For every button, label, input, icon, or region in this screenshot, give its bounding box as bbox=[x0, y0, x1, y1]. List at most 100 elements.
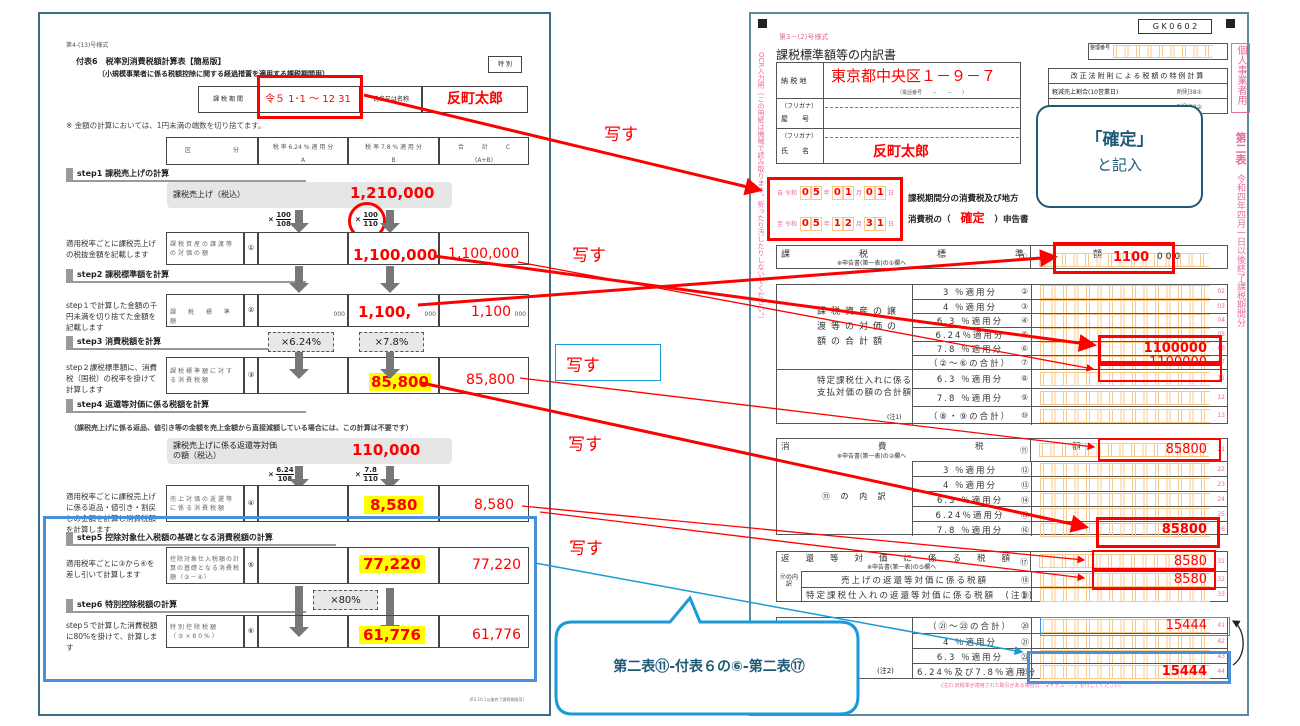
row-label: 6.24％適用分 bbox=[935, 331, 1005, 341]
row1-col-b: 1,100,000 bbox=[348, 232, 439, 265]
side-label-individual: 個人事業者用 bbox=[1231, 43, 1250, 113]
row-code: 04 bbox=[1217, 317, 1225, 324]
row-code: 03 bbox=[1217, 303, 1225, 310]
row-number: ⑱ bbox=[1021, 575, 1029, 585]
right-form-page: G K 0 6 0 2 第3－(2)号様式 課税標準額等の内訳書 OCR入力用（… bbox=[749, 12, 1250, 716]
step4-note: （課税売上げに係る返品、値引き等の金額を売上金額から直接減額している場合には、こ… bbox=[70, 424, 413, 432]
divider bbox=[1031, 572, 1032, 587]
divider bbox=[1031, 300, 1032, 313]
arrow-sales-c bbox=[517, 261, 1095, 372]
row-label: 6.24％及び7.8％適用分 bbox=[917, 667, 1037, 678]
date-unit: 年 bbox=[823, 221, 830, 228]
arrow-sales-b bbox=[433, 254, 1097, 352]
row2-value-c: 1,100 bbox=[471, 304, 512, 320]
declaration-type: 確定 bbox=[960, 211, 985, 225]
date-digit: 1 bbox=[831, 217, 843, 231]
specific-label: 特定課税仕入れに係る支払対価の額の合計額 bbox=[817, 376, 913, 398]
declaration-pre: 消費税の（ bbox=[908, 215, 951, 225]
step5-title: step5 控除対象仕入税額の基礎となる消費税額の計算 bbox=[66, 532, 336, 546]
rate-78-box: ×7.8% bbox=[359, 332, 424, 352]
row-label: 7.8 ％適用分 bbox=[936, 525, 1004, 536]
step6-title: step6 特別控除税額の計算 bbox=[66, 599, 306, 613]
kaisei-row: 附則38① bbox=[1177, 89, 1203, 96]
seiri-digits[interactable] bbox=[1113, 45, 1213, 58]
divider bbox=[1031, 522, 1032, 536]
return-box-value: 110,000 bbox=[352, 441, 421, 459]
down-arrow-icon bbox=[380, 466, 400, 489]
tax-base-digits[interactable] bbox=[1039, 253, 1209, 267]
date-digit: 3 bbox=[863, 217, 875, 231]
date-unit: 月 bbox=[855, 221, 862, 228]
copy-label: 写す bbox=[572, 246, 606, 266]
name-label: 氏 名 bbox=[781, 147, 809, 155]
sales-box: 課税売上げ（税込） 1,210,000 bbox=[167, 182, 452, 208]
row-value: 15444 bbox=[1165, 617, 1207, 633]
amount-digits[interactable] bbox=[1040, 390, 1210, 405]
header-col-c: 合 計 C(A+B) bbox=[439, 137, 529, 165]
period-highlight-box bbox=[257, 75, 363, 119]
row4-col-a bbox=[258, 485, 348, 522]
sales-box-value: 1,210,000 bbox=[350, 184, 435, 202]
tax-base-suffix: 000 bbox=[1157, 252, 1184, 262]
row-number: ⑦ bbox=[1021, 358, 1029, 367]
row-code: 25 bbox=[1217, 510, 1225, 518]
copy-label: 写す bbox=[568, 435, 602, 455]
row-number: ⑬ bbox=[1021, 480, 1029, 490]
tax-note: ※申告書(第一表)の②欄へ bbox=[837, 453, 907, 460]
tax-base-no: ① bbox=[1020, 252, 1028, 261]
amount-digits[interactable] bbox=[1040, 372, 1210, 387]
row-code: 42 bbox=[1217, 637, 1225, 645]
row5-col-c: 77,220 bbox=[439, 547, 529, 584]
period-from-label: 自 令和 bbox=[777, 190, 797, 197]
amount-digits[interactable] bbox=[1040, 285, 1210, 299]
left-form-page: 第4-(13)号様式 付表6 税率別消費税額計算表【簡易版】 〔小規模事業者に係… bbox=[38, 12, 551, 716]
form-title: 付表6 税率別消費税額計算表【簡易版】 bbox=[76, 57, 226, 66]
down-arrow-icon bbox=[380, 210, 400, 233]
amount-digits[interactable] bbox=[1040, 664, 1210, 679]
row-label: 7.8 ％適用分 bbox=[936, 345, 1004, 355]
row-code: 41 bbox=[1217, 621, 1225, 629]
rounding-note: ※ 金額の計算においては、1円未満の端数を切り捨てます。 bbox=[66, 121, 266, 130]
row-label: 特定課税仕入れの返還等対価に係る税額 (注1) bbox=[806, 591, 1035, 602]
row-value: 1100000 bbox=[1143, 341, 1207, 356]
row5-col-b: 77,220 bbox=[348, 547, 439, 584]
copy-label: 写す bbox=[569, 539, 603, 559]
name-value: 反町太郎 bbox=[422, 86, 528, 113]
arrow-refund-sales bbox=[539, 511, 1086, 582]
row6-col-a bbox=[258, 615, 348, 648]
step4-title: step4 返還等対価に係る税額を計算 bbox=[66, 399, 306, 413]
form-number: 第4-(13)号様式 bbox=[66, 42, 109, 49]
bottom-callout-text: 第二表⑪-付表６の⑥-第二表⑰ bbox=[613, 659, 805, 675]
tax-base-label: 課 税 標 準 額 bbox=[781, 250, 1133, 260]
row3-value-c: 85,800 bbox=[466, 372, 515, 388]
header-col-a-sub: A bbox=[300, 157, 306, 164]
row20-highlight-box bbox=[1040, 617, 1230, 636]
sales-box-label: 課税売上げ（税込） bbox=[173, 190, 245, 199]
amount-digits[interactable] bbox=[1040, 618, 1210, 633]
furigana-label: （フリガナ） bbox=[781, 133, 818, 140]
amount-digits[interactable] bbox=[1040, 409, 1210, 424]
row-code: 02 bbox=[1217, 288, 1225, 295]
arrow-refund bbox=[521, 505, 1086, 564]
suffix-000: 000 bbox=[424, 311, 436, 318]
down-arrow-icon bbox=[289, 586, 309, 637]
amount-digits[interactable] bbox=[1039, 443, 1209, 457]
down-arrow-icon bbox=[289, 210, 309, 233]
period-label: 課 税 期 間 bbox=[198, 86, 258, 113]
date-digit: 0 bbox=[831, 186, 843, 200]
row-label: 売上げの返還等対価に係る税額 bbox=[840, 575, 988, 586]
row-label: （②～⑥の合計） bbox=[928, 359, 1012, 369]
header-category: 区 分 bbox=[166, 137, 258, 165]
yago-field[interactable] bbox=[825, 107, 1019, 108]
row-code: 44 bbox=[1217, 667, 1225, 675]
down-arrow-icon bbox=[289, 266, 309, 293]
refund-note: ※申告書(第一表)の⑤欄へ bbox=[867, 564, 937, 571]
header-col-a: 税 率 6.24 % 適 用 分 A bbox=[258, 137, 348, 165]
row1-label: 課税資産の譲渡等の対価の額 bbox=[166, 232, 244, 265]
header-col-a-label: 税 率 6.24 % 適 用 分 bbox=[272, 144, 334, 151]
name-furigana-field[interactable] bbox=[825, 137, 1019, 138]
